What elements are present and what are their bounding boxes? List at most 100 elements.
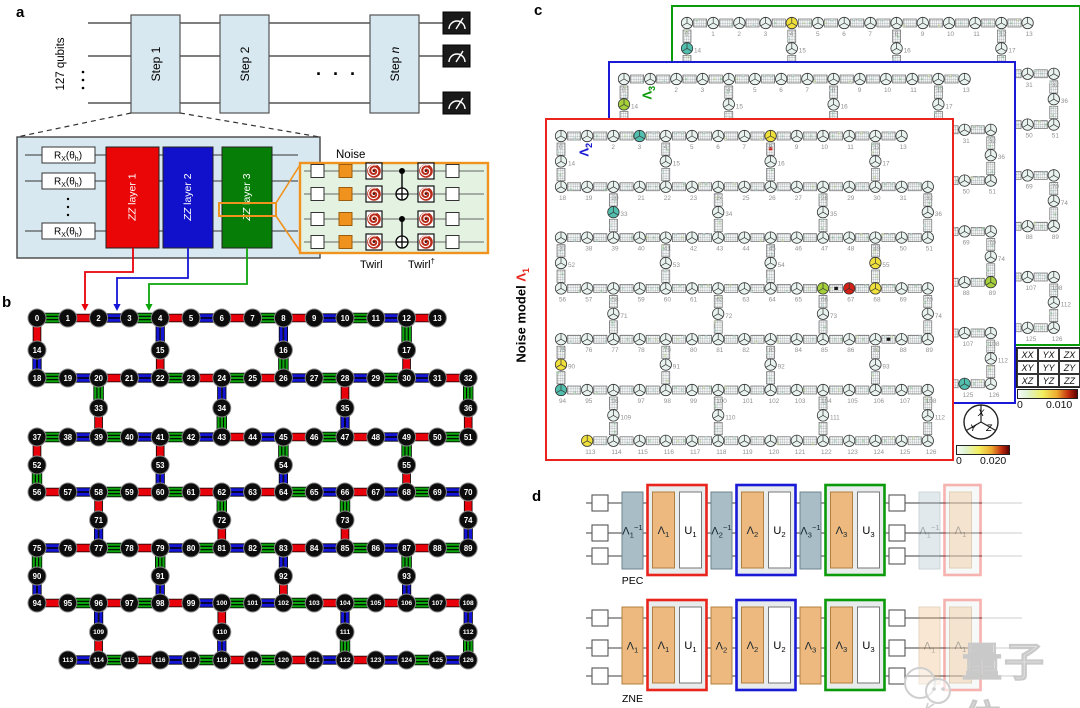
qubit-sector-divider xyxy=(896,435,907,444)
qubit-number: 13 xyxy=(433,314,442,323)
pauli-grid-lines xyxy=(567,335,581,344)
qubit-number: 88 xyxy=(433,544,442,553)
qubit-sector-divider xyxy=(817,282,829,292)
mini-qubit-number: 5 xyxy=(690,144,694,151)
pauli-grid-lines xyxy=(750,335,765,344)
qubit-sector-divider xyxy=(970,17,981,27)
qubit-number: 8 xyxy=(281,314,286,323)
qubit-sector-divider xyxy=(922,282,933,292)
mini-qubit-number: 110 xyxy=(725,414,736,421)
mini-qubit-number: 50 xyxy=(963,189,971,196)
pauli-grid-lines xyxy=(698,386,712,394)
qubit-sector-divider xyxy=(1048,220,1059,230)
qubit-number: 51 xyxy=(464,433,473,442)
mini-qubit-number: 24 xyxy=(716,195,724,202)
zoom-guide-line xyxy=(16,112,132,138)
qubit-number: 12 xyxy=(402,314,411,323)
colorbar-large-max: 0.020 xyxy=(980,455,1007,467)
mini-qubit-number: 89 xyxy=(1052,234,1060,241)
measurement-icon xyxy=(442,91,471,115)
qubit-node xyxy=(273,308,293,328)
pauli-grid-lines xyxy=(557,244,565,257)
qubit-sector-divider xyxy=(634,384,645,394)
qubit-sector-divider xyxy=(880,73,892,83)
pauli-grid-lines xyxy=(923,320,932,334)
qubit-number: 101 xyxy=(247,600,258,607)
rx-gate-label: RX(θh) xyxy=(54,151,82,164)
mini-qubit-number: 29 xyxy=(847,195,855,202)
pauli-grid-lines xyxy=(787,75,801,83)
mini-qubit-number: 4 xyxy=(727,87,731,94)
qubit-sector-divider xyxy=(608,231,619,241)
pauli-grid-lines xyxy=(750,284,765,293)
pauli-grid-lines xyxy=(567,182,581,191)
pauli-grid-lines xyxy=(944,75,959,83)
mini-qubit-number: 98 xyxy=(664,398,672,405)
qubit-node xyxy=(243,427,263,447)
mini-qubit-number: 88 xyxy=(963,290,971,297)
qubit-sector-divider xyxy=(817,333,829,343)
qubit-number: 18 xyxy=(33,374,42,383)
qubit-sector-divider xyxy=(686,130,698,140)
step-box xyxy=(219,14,270,114)
pauli-grid-lines xyxy=(908,182,922,191)
mini-qubit-number: 14 xyxy=(694,47,702,54)
qubit-number: 69 xyxy=(433,488,442,497)
qubit-number: 98 xyxy=(156,599,165,608)
qubit-node xyxy=(27,482,47,502)
mini-qubit-number: 31 xyxy=(963,138,971,145)
measurement-icon xyxy=(442,11,471,35)
qubit-sector-divider xyxy=(634,435,645,444)
mini-qubit-number: 93 xyxy=(882,364,890,371)
qubit-sector-divider xyxy=(582,181,593,190)
ellipsis-dot xyxy=(66,213,70,217)
mini-qubit-number: 17 xyxy=(882,160,890,167)
rx-gate-box xyxy=(41,172,96,190)
qubit-sector-divider xyxy=(922,181,933,190)
qubit-sector-divider xyxy=(713,231,724,241)
mini-qubit-number: 74 xyxy=(1061,200,1069,207)
pauli-grid-lines xyxy=(698,182,712,191)
pauli-grid-lines xyxy=(923,295,932,308)
mini-qubit-number: 96 xyxy=(611,398,619,405)
qubit-number: 83 xyxy=(279,544,288,553)
mini-qubit-number: 54 xyxy=(778,262,786,269)
qubit-sector-divider xyxy=(686,181,698,190)
pauli-grid-lines xyxy=(750,132,765,140)
mini-qubit-number: 6 xyxy=(842,31,846,38)
qubit-node xyxy=(212,368,232,388)
mini-qubit-number: 89 xyxy=(926,347,934,354)
qubit-sector-divider xyxy=(739,384,750,394)
qubit-sector-divider xyxy=(739,130,750,140)
qubit-sector-divider xyxy=(555,155,567,165)
qubit-sector-divider xyxy=(660,282,671,292)
qubit-node xyxy=(335,368,355,388)
qubit-sector-divider xyxy=(817,308,829,317)
qubit-node xyxy=(273,593,293,613)
pauli-grid-lines xyxy=(557,270,565,283)
qubit-sector-divider xyxy=(907,73,918,83)
pauli-grid-lines xyxy=(1034,273,1048,281)
qubit-number: 4 xyxy=(158,314,163,323)
qubit-node xyxy=(58,368,78,388)
pauli-grid-lines xyxy=(557,143,565,156)
mini-qubit-number: 89 xyxy=(989,290,997,297)
qubit-sector-divider xyxy=(996,17,1007,27)
qubit-number: 115 xyxy=(124,657,135,664)
pauli-grid-lines xyxy=(745,19,760,27)
z-sector-label: Z xyxy=(985,423,993,434)
qubit-sector-divider xyxy=(817,435,829,444)
qubit-node xyxy=(181,538,201,558)
qubit-node xyxy=(397,427,417,447)
gate-label: Λ1 xyxy=(627,641,639,655)
twirl-spiral-icon xyxy=(425,193,427,195)
pauli-grid-lines xyxy=(735,75,749,83)
qubit-sector-divider xyxy=(739,181,750,190)
qubit-number: 102 xyxy=(278,600,289,607)
mini-qubit-number: 69 xyxy=(963,239,971,246)
mini-qubit-number: 3 xyxy=(638,144,642,151)
mini-qubit-number: 11 xyxy=(910,87,917,94)
pauli-grid-lines xyxy=(840,75,854,83)
